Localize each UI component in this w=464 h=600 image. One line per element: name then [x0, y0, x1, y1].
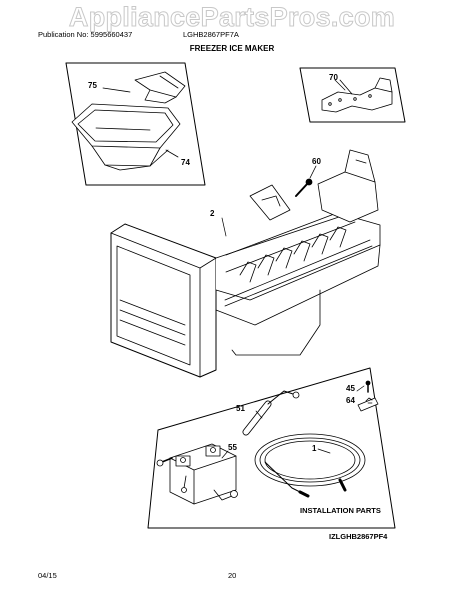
callout-55: 55 [228, 443, 237, 452]
callout-74: 74 [181, 158, 190, 167]
callout-51: 51 [236, 404, 245, 413]
callout-60: 60 [312, 157, 321, 166]
callout-70: 70 [329, 73, 338, 82]
section-title: FREEZER ICE MAKER [189, 44, 275, 53]
ice-maker-assembly [110, 149, 381, 378]
callout-45: 45 [346, 384, 355, 393]
screw-60 [295, 165, 317, 197]
diagram-code: IZLGHB2867PF4 [329, 532, 388, 541]
installation-parts-label: INSTALLATION PARTS [300, 506, 381, 515]
publication-number: Publication No: 5995660437 [38, 30, 133, 39]
model-number: LGHB2867PF7A [183, 30, 239, 39]
leader-lines [221, 79, 373, 459]
ice-bucket-inset [65, 62, 206, 186]
watermark: AppliancePartsPros.com [68, 2, 396, 33]
page-number: 20 [228, 571, 237, 580]
callout-75: 75 [88, 81, 97, 90]
bracket-inset [299, 67, 406, 123]
callout-2: 2 [210, 209, 215, 218]
callout-64: 64 [346, 396, 355, 405]
installation-parts-box [147, 367, 396, 529]
callout-1: 1 [312, 444, 317, 453]
footer-date: 04/15 [38, 571, 57, 580]
